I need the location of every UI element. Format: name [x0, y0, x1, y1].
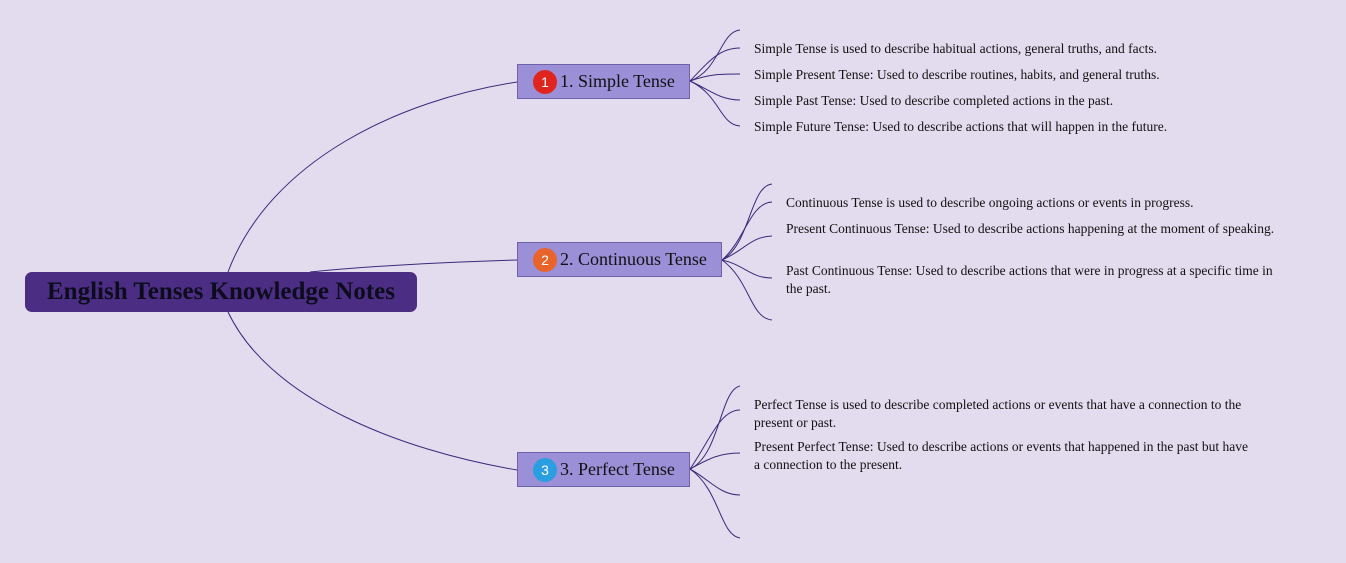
number-badge-icon: 3	[533, 458, 557, 482]
branch-label: 3. Perfect Tense	[560, 459, 675, 479]
number-badge-icon: 1	[533, 70, 557, 94]
branch-perfect-tense[interactable]: 3 3. Perfect Tense	[517, 452, 690, 487]
leaf-simple-2[interactable]: Simple Past Tense: Used to describe comp…	[754, 93, 1114, 108]
leaf-simple-1[interactable]: Simple Present Tense: Used to describe r…	[754, 67, 1160, 82]
branch-label: 2. Continuous Tense	[560, 249, 707, 269]
number-badge-icon: 2	[533, 248, 557, 272]
leaf-simple-0[interactable]: Simple Tense is used to describe habitua…	[754, 41, 1157, 56]
branch-simple-tense[interactable]: 1 1. Simple Tense	[517, 64, 690, 99]
leaf-continuous-0[interactable]: Continuous Tense is used to describe ong…	[786, 195, 1194, 210]
leaf-continuous-2[interactable]: Past Continuous Tense: Used to describe …	[786, 263, 1273, 296]
root-title: English Tenses Knowledge Notes	[47, 278, 395, 305]
branch-continuous-tense[interactable]: 2 2. Continuous Tense	[517, 242, 722, 277]
branch-label: 1. Simple Tense	[560, 71, 675, 91]
leaf-perfect-0[interactable]: Perfect Tense is used to describe comple…	[754, 397, 1242, 430]
leaf-perfect-1[interactable]: Present Perfect Tense: Used to describe …	[754, 439, 1249, 472]
root-topic[interactable]: English Tenses Knowledge Notes	[25, 272, 417, 312]
leaf-continuous-1[interactable]: Present Continuous Tense: Used to descri…	[786, 221, 1275, 236]
leaf-simple-3[interactable]: Simple Future Tense: Used to describe ac…	[754, 119, 1168, 134]
